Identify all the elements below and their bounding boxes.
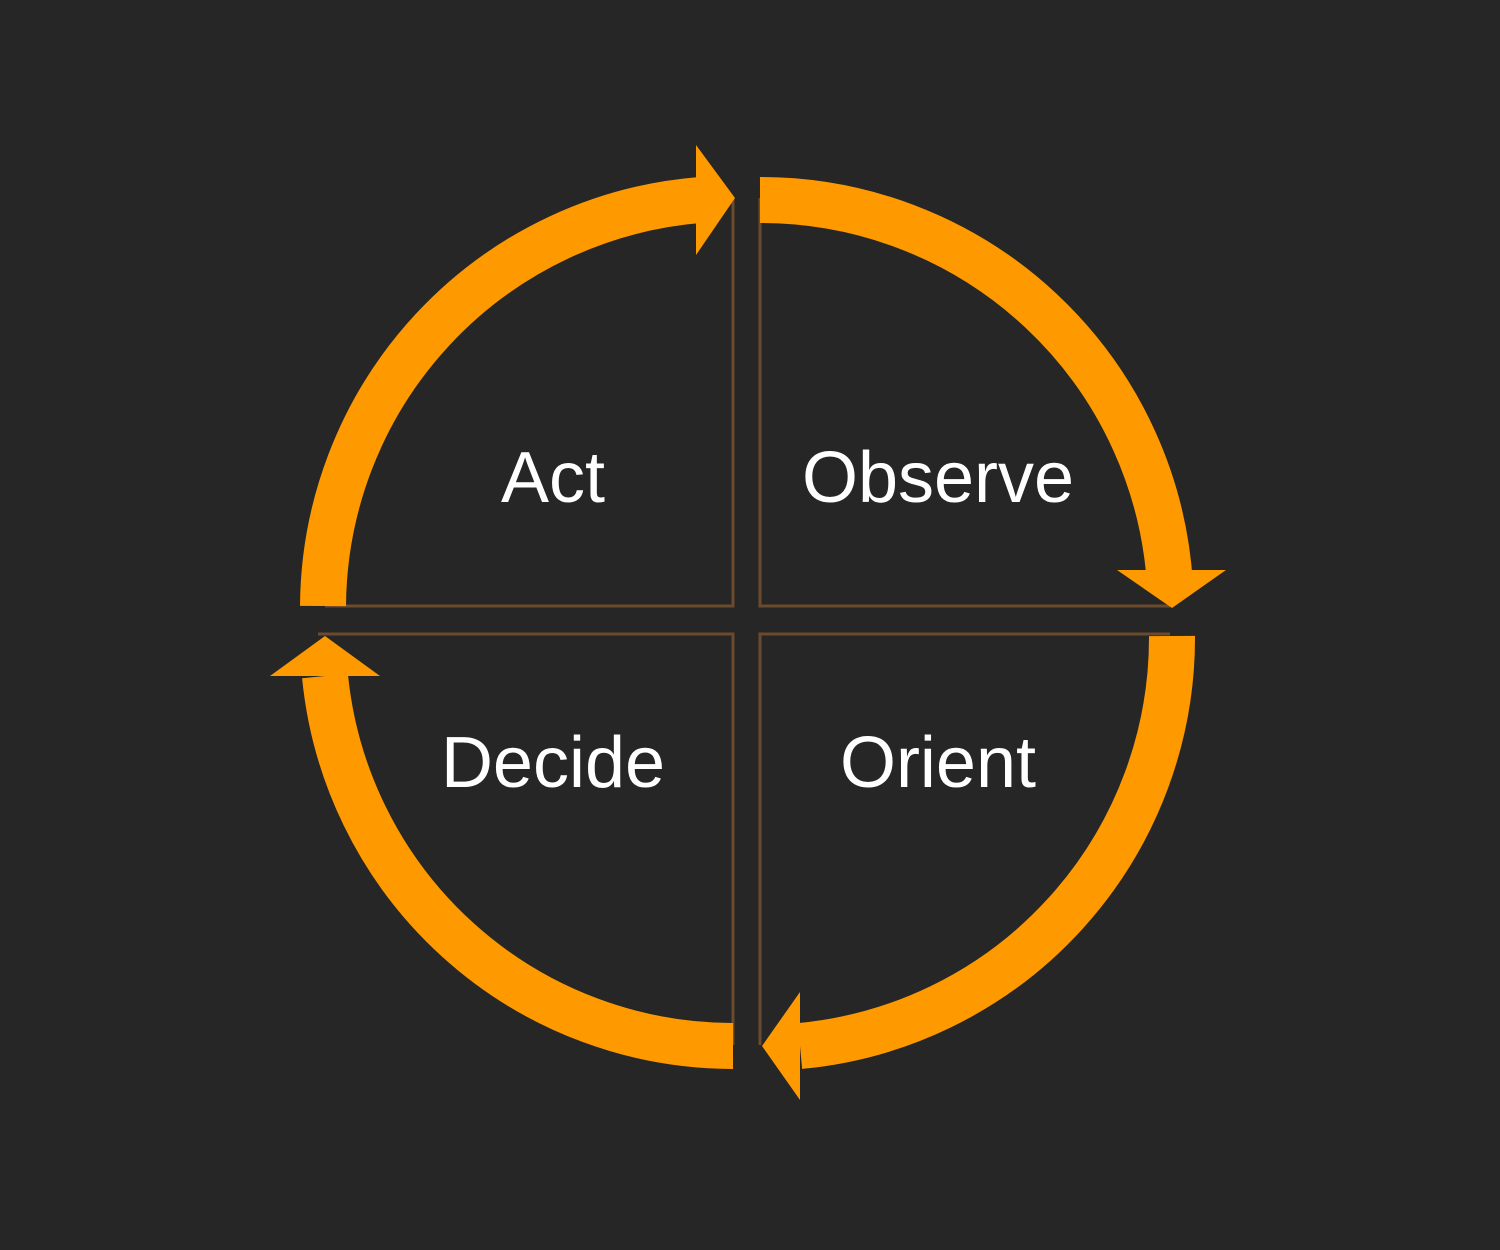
orient-arc (797, 635, 1196, 1069)
decide-quadrant-outline (318, 632, 735, 1045)
arrow-heads (270, 145, 1226, 1100)
decide-label: Decide (441, 723, 665, 803)
observe-label: Observe (802, 438, 1074, 518)
decide-arrowhead (270, 636, 380, 676)
orient-arrowhead (762, 992, 800, 1100)
observe-arrowhead (1117, 570, 1226, 608)
act-arc (300, 177, 702, 607)
observe-quadrant-outline (758, 198, 1170, 608)
act-label: Act (501, 438, 605, 518)
act-quadrant-outline (325, 198, 735, 608)
cycle-arrows (300, 176, 1196, 1069)
orient-label: Orient (840, 723, 1036, 803)
act-arrowhead (696, 145, 735, 255)
orient-quadrant-outline (758, 632, 1170, 1045)
quadrant-outlines (318, 198, 1170, 1045)
observe-arc (759, 176, 1193, 587)
decide-arc (302, 673, 734, 1069)
